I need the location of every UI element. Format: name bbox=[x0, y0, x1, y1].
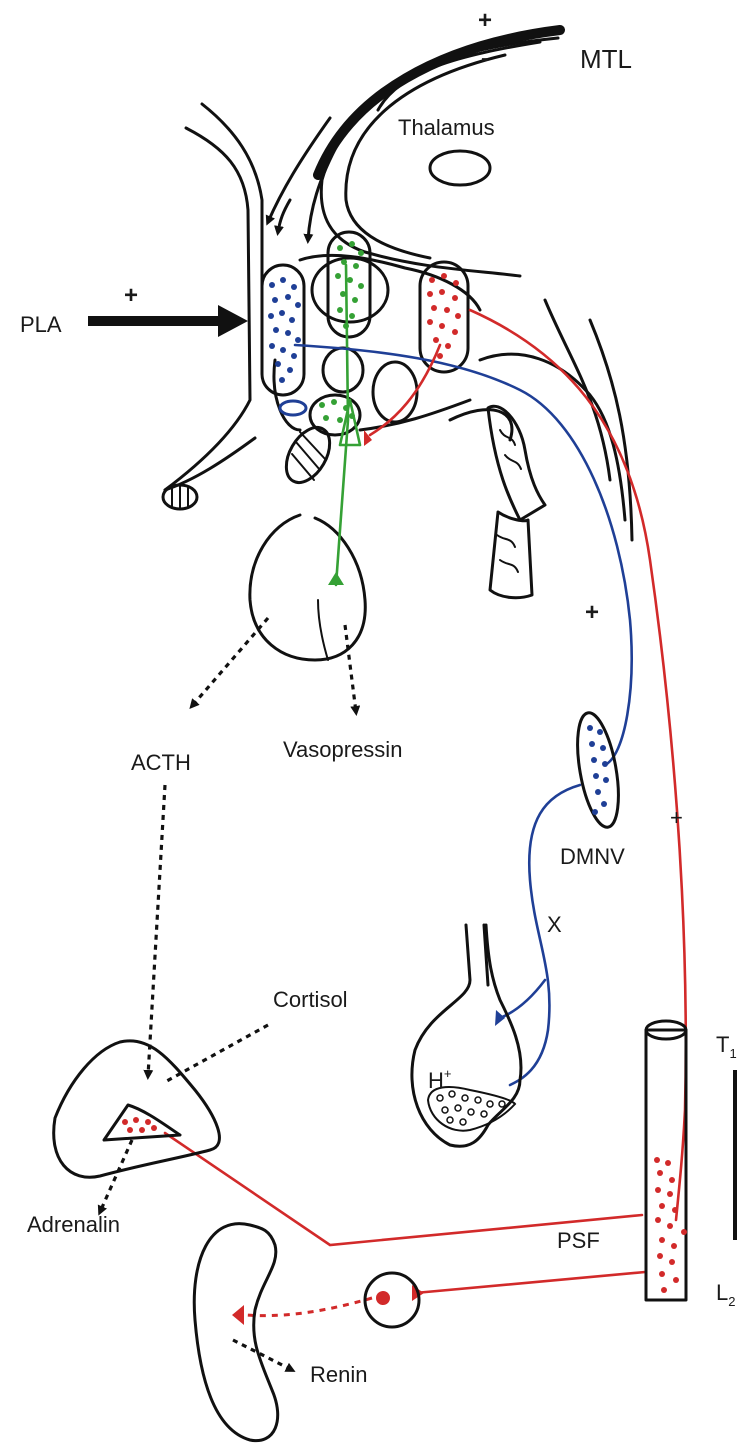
ganglion-circle bbox=[365, 1273, 419, 1327]
adrenalin-label: Adrenalin bbox=[27, 1212, 120, 1237]
cortisol-arrow bbox=[165, 1025, 268, 1082]
x-nerve-label: X bbox=[547, 912, 562, 937]
mtl-minus-sign: - bbox=[481, 45, 489, 72]
brainstem-hatch bbox=[488, 406, 545, 597]
renin-label: Renin bbox=[310, 1362, 367, 1387]
stomach bbox=[412, 925, 521, 1146]
l-level-label: L2 bbox=[716, 1280, 735, 1309]
psf-label: PSF bbox=[557, 1228, 600, 1253]
red-neuron-dots bbox=[427, 273, 461, 359]
inner-nucleus bbox=[312, 258, 388, 322]
vasopressin-arrow bbox=[345, 625, 356, 712]
thalamus-label: Thalamus bbox=[398, 115, 495, 140]
acth-to-adrenal-arrow bbox=[148, 785, 165, 1076]
pla-plus-sign: + bbox=[124, 282, 138, 309]
optic-chiasm bbox=[163, 420, 339, 509]
thalamus-shape bbox=[430, 151, 490, 185]
adrenal-gland bbox=[54, 1041, 220, 1177]
vasopressin-label: Vasopressin bbox=[283, 737, 402, 762]
pla-label: PLA bbox=[20, 312, 62, 337]
pla-arrow bbox=[88, 305, 248, 337]
dmnv-nucleus bbox=[570, 710, 626, 830]
h-ion-label: H+ bbox=[428, 1066, 451, 1093]
acth-arrow bbox=[192, 618, 268, 706]
cortisol-label: Cortisol bbox=[273, 987, 348, 1012]
blue-plus-sign: + bbox=[585, 599, 599, 626]
mtl-plus-sign: + bbox=[478, 7, 492, 34]
spinal-plus-sign: + bbox=[670, 805, 683, 830]
mtl-label: MTL bbox=[580, 44, 632, 74]
kidney bbox=[194, 1224, 277, 1441]
dmnv-label: DMNV bbox=[560, 844, 625, 869]
mid-nucleus bbox=[373, 362, 417, 422]
brain-outline bbox=[165, 38, 632, 540]
acth-label: ACTH bbox=[131, 750, 191, 775]
small-nucleus bbox=[323, 348, 363, 392]
t-level-label: T1 bbox=[716, 1032, 737, 1061]
